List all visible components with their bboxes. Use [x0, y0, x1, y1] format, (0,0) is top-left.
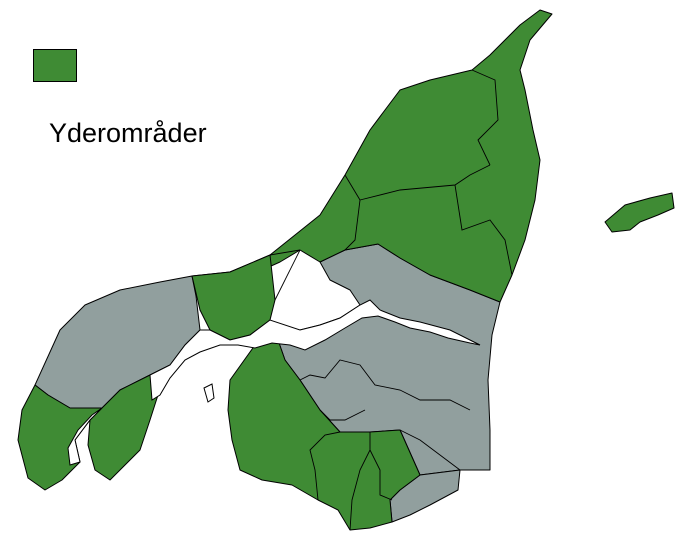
region-laeso: [604, 192, 675, 233]
region-salling: [87, 374, 159, 481]
municipal-borders: [269, 69, 513, 531]
region-south-central: [227, 339, 421, 531]
legend-label: Yderområder: [49, 118, 207, 148]
other-areas: [34, 243, 501, 523]
region-northwest-grey: [34, 275, 201, 409]
fjord-water: [149, 299, 481, 401]
fjord-inlet-west: [67, 407, 103, 466]
outer-areas: [17, 9, 675, 531]
small-island: [203, 383, 215, 403]
limfjord: [67, 299, 481, 466]
legend-swatch: [33, 49, 77, 82]
